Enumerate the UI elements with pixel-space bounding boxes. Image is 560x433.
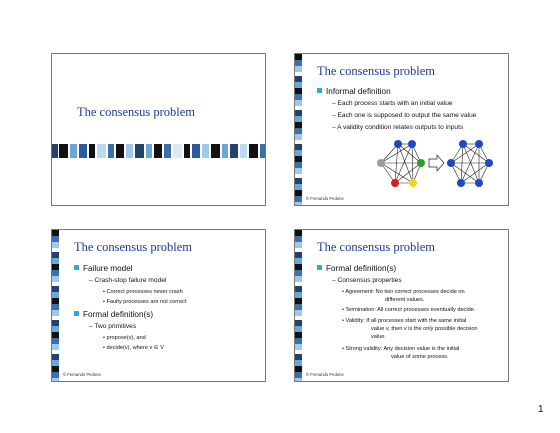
- bullet-square-icon: [317, 88, 322, 93]
- sub-sub-item: • propose(v), and: [103, 335, 146, 341]
- sub-sub-item: • Validity: If all processes start with …: [342, 318, 467, 324]
- slide-3: The consensus problem Failure model – Cr…: [51, 229, 266, 382]
- sub-item: – Crash-stop failure model: [89, 277, 167, 284]
- bullet-square-icon: [317, 265, 322, 270]
- decorative-strip: [52, 230, 59, 381]
- sub-sub-item-cont: value.: [371, 334, 386, 340]
- slide-4: The consensus problem Formal definition(…: [294, 229, 509, 382]
- slide-title: The consensus problem: [74, 240, 193, 254]
- sub-sub-item-cont: value of some process.: [391, 354, 449, 360]
- consensus-graph-diagram: [377, 140, 493, 187]
- slide-title: The consensus problem: [317, 64, 436, 78]
- sub-item: – Each process starts with an initial va…: [332, 100, 453, 107]
- sub-sub-item: • Agreement: No two correct processes de…: [342, 289, 465, 295]
- sub-item: – Consensus properties: [332, 277, 402, 284]
- sub-item: – A validity condition relates outputs t…: [332, 124, 464, 131]
- decorative-strip: [295, 54, 302, 205]
- copyright: © Fernando Pedone: [63, 372, 101, 377]
- sub-sub-item: • Faulty processes are not correct: [103, 299, 187, 305]
- slide-title: The consensus problem: [77, 105, 196, 119]
- bullet-square-icon: [74, 311, 79, 316]
- sub-sub-item: • decide(v), where v ∈ V: [103, 345, 164, 351]
- sub-item: – Each one is supposed to output the sam…: [332, 112, 477, 119]
- copyright: © Fernando Pedone: [306, 196, 344, 201]
- bullet-item: Failure model: [74, 264, 133, 273]
- slide-title: The consensus problem: [317, 240, 436, 254]
- decorative-band: [52, 144, 265, 158]
- bullet-item: Informal definition: [317, 87, 391, 96]
- bullet-item: Formal definition(s): [74, 310, 153, 319]
- sub-sub-item-cont: value v, then v is the only possible dec…: [371, 326, 478, 332]
- copyright: © Fernando Pedone: [306, 372, 344, 377]
- decorative-strip: [295, 230, 302, 381]
- sub-sub-item: • Correct processes never crash: [103, 289, 183, 295]
- bullet-square-icon: [74, 265, 79, 270]
- sub-sub-item: • Strong validity: Any decision value is…: [342, 346, 460, 352]
- slide-1: The consensus problem: [51, 53, 266, 206]
- slide-2: The consensus problem Informal definitio…: [294, 53, 509, 206]
- sub-item: – Two primitives: [89, 323, 137, 330]
- page-number: 1: [538, 404, 544, 415]
- sub-sub-item: • Termination: All correct processes eve…: [342, 307, 476, 313]
- bullet-item: Formal definition(s): [317, 264, 396, 273]
- sub-sub-item-cont: different values.: [385, 297, 425, 303]
